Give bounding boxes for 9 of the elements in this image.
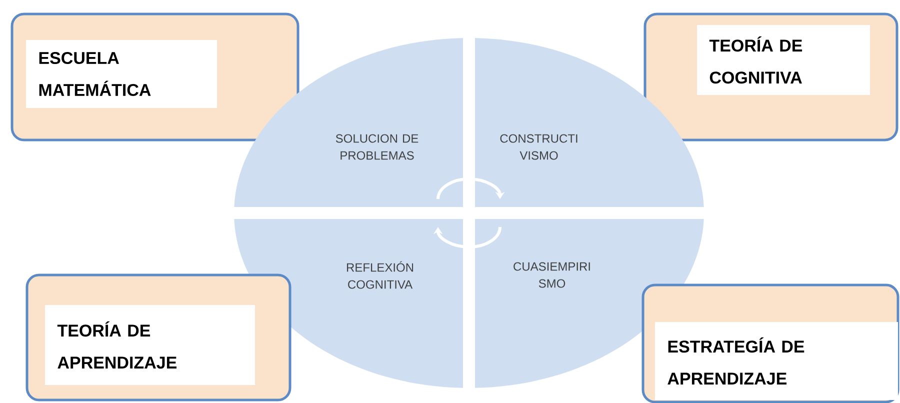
curved-arrow xyxy=(433,226,502,248)
concept-box: ESTRATEGÍA DE APRENDIZAJE xyxy=(642,284,900,403)
curved-arrow xyxy=(436,178,505,200)
concept-box: ESCUELA MATEMÁTICA xyxy=(10,12,300,142)
quadrant-segment: CONSTRUCTI VISMO xyxy=(475,38,704,207)
quadrant-segment: SOLUCION DE PROBLEMAS xyxy=(234,38,463,207)
quadrant-segment: REFLEXIÓN COGNITIVA xyxy=(234,219,463,388)
concept-box: TEORÍA DE COGNITIVA xyxy=(644,12,898,142)
concept-box: TEORÍA DE APRENDIZAJE xyxy=(26,274,292,402)
